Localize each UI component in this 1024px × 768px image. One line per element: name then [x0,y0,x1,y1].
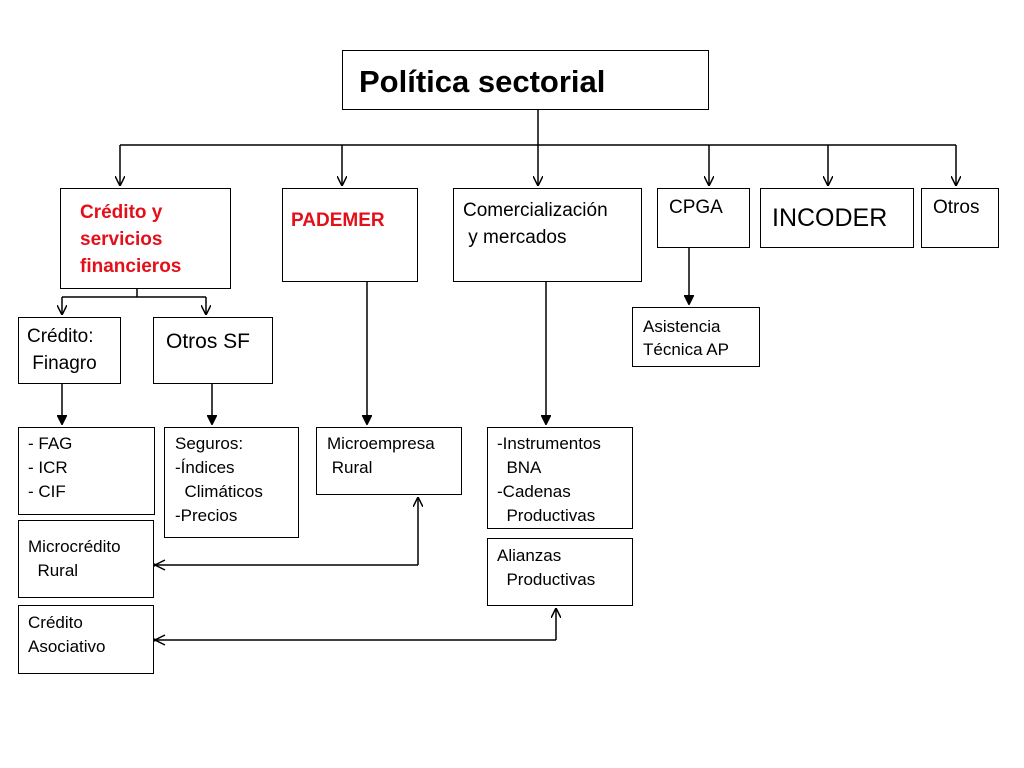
node-pademer-label: PADEMER [291,210,385,231]
node-fag-icr-cif-label: - FAG - ICR - CIF [28,434,73,501]
node-asistencia-label: Asistencia Técnica AP [643,317,729,359]
node-credito-finagro-label: Crédito: Finagro [27,326,97,374]
node-asistencia: Asistencia Técnica AP [632,307,760,367]
node-credito-servicios-label: Crédito y servicios financieros [80,202,182,277]
page-title: Política sectorial [359,64,606,99]
node-seguros-label: Seguros: -Índices Climáticos -Precios [175,434,263,525]
arrowhead-microcredito [153,559,166,571]
node-microcredito-label: Microcrédito Rural [28,537,121,580]
arrowhead-credito-asociativo [153,634,166,646]
node-cpga-label: CPGA [669,197,723,218]
node-credito-asociativo-label: Crédito Asociativo [28,613,106,656]
node-otros-sf-label: Otros SF [166,330,251,353]
node-instrumentos-label: -Instrumentos BNA -Cadenas Productivas [497,434,601,525]
node-alianzas: Alianzas Productivas [487,538,633,606]
node-instrumentos: -Instrumentos BNA -Cadenas Productivas [487,427,633,529]
node-credito-asociativo: Crédito Asociativo [18,605,154,674]
node-alianzas-label: Alianzas Productivas [497,546,596,589]
node-otros-sf: Otros SF [153,317,273,384]
node-fag-icr-cif: - FAG - ICR - CIF [18,427,155,515]
node-cpga: CPGA [657,188,750,248]
node-credito-finagro: Crédito: Finagro [18,317,121,384]
root-node-box: Política sectorial [342,50,709,110]
node-incoder: INCODER [760,188,914,248]
node-incoder-label: INCODER [772,204,888,232]
node-microempresa: Microempresa Rural [316,427,462,495]
node-comercializacion: Comercialización y mercados [453,188,642,282]
node-otros: Otros [921,188,999,248]
node-seguros: Seguros: -Índices Climáticos -Precios [164,427,299,538]
node-pademer: PADEMER [282,188,418,282]
node-microempresa-label: Microempresa Rural [327,434,435,477]
node-comercializacion-label: Comercialización y mercados [463,200,608,248]
node-credito-servicios: Crédito y servicios financieros [60,188,231,289]
node-microcredito: Microcrédito Rural [18,520,154,598]
node-otros-label: Otros [933,197,980,218]
